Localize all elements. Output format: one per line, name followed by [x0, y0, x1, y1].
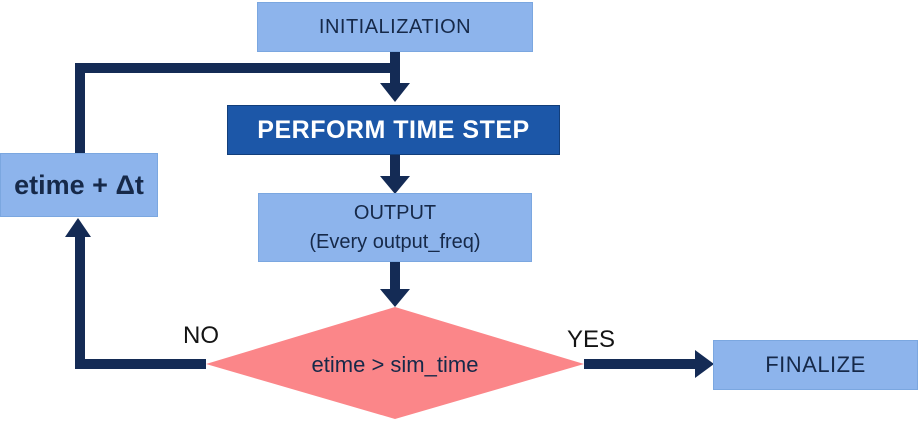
- node-output: OUTPUT (Every output_freq): [258, 193, 532, 262]
- arrowhead-into-timestep-icon: [380, 83, 410, 102]
- decision-diamond: [206, 307, 584, 419]
- node-finalize: FINALIZE: [713, 340, 918, 390]
- node-initialization: INITIALIZATION: [257, 2, 533, 52]
- edge-loop-top: [75, 63, 400, 73]
- edge-label-yes: YES: [567, 326, 616, 353]
- node-output-sublabel: (Every output_freq): [309, 230, 481, 253]
- arrowhead-into-output-icon: [380, 176, 410, 194]
- edge-increment-to-loop: [75, 63, 85, 153]
- node-initialization-label: INITIALIZATION: [318, 15, 472, 38]
- edge-no-horizontal: [75, 359, 206, 369]
- node-increment-label: etime + Δt: [14, 169, 144, 200]
- arrowhead-into-finalize-icon: [695, 350, 714, 378]
- edge-output-to-decision: [390, 262, 400, 289]
- arrowhead-into-increment-icon: [65, 218, 91, 237]
- edge-timestep-to-output: [390, 155, 400, 176]
- decision-condition-label: etime > sim_time: [311, 352, 479, 377]
- node-increment: etime + Δt: [0, 153, 158, 217]
- edge-no-vertical: [75, 236, 85, 369]
- node-perform-time-step-label: PERFORM TIME STEP: [257, 115, 530, 144]
- node-output-label: OUTPUT: [353, 201, 437, 224]
- edge-label-no: NO: [183, 322, 219, 349]
- node-finalize-label: FINALIZE: [765, 352, 866, 377]
- edge-yes-horizontal: [584, 359, 695, 369]
- node-perform-time-step: PERFORM TIME STEP: [227, 105, 560, 155]
- arrowhead-into-decision-icon: [380, 289, 410, 307]
